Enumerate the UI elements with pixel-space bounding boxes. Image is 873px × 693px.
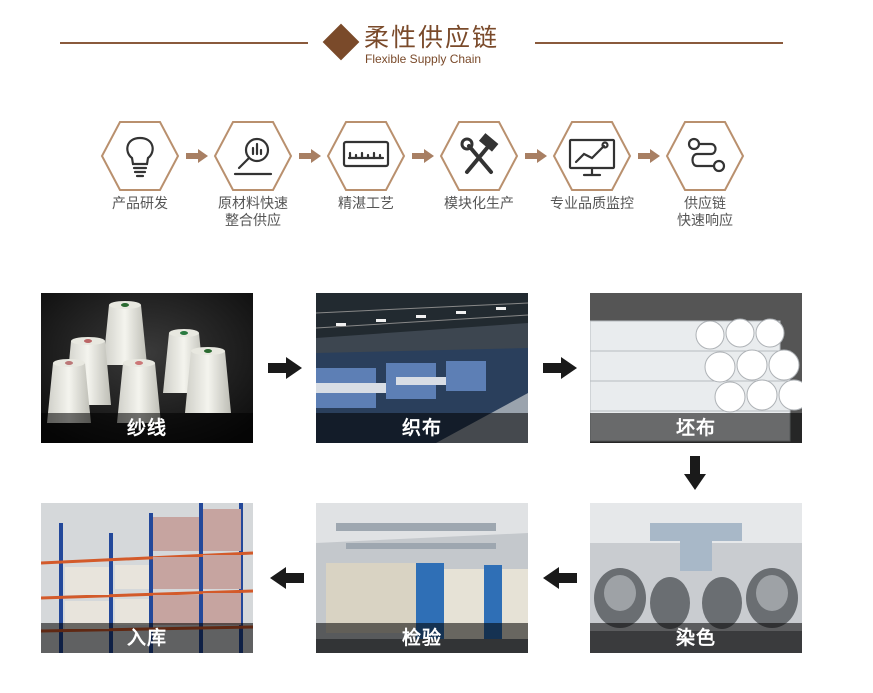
step-hex-4 bbox=[439, 120, 519, 192]
arrow-right-icon bbox=[543, 357, 577, 379]
step-label-6: 供应链 快速响应 bbox=[677, 196, 733, 229]
arrow-right-icon bbox=[268, 357, 302, 379]
ruler-icon bbox=[342, 140, 390, 168]
arrow-down-icon bbox=[684, 456, 706, 490]
caption-bar bbox=[316, 413, 528, 443]
tile-dyeing: 染色 bbox=[590, 503, 802, 653]
tile-caption: 入库 bbox=[126, 627, 167, 649]
monitor-chart-icon bbox=[568, 138, 616, 177]
caption-bar bbox=[41, 413, 253, 443]
tile-caption: 纱线 bbox=[126, 417, 167, 439]
tile-caption: 检验 bbox=[401, 627, 442, 649]
tile-caption: 织布 bbox=[401, 417, 442, 439]
tile-caption: 坯布 bbox=[675, 417, 716, 439]
arrow-left-icon bbox=[270, 567, 304, 589]
arrow-right-icon bbox=[525, 149, 547, 163]
lightbulb-icon bbox=[126, 136, 154, 178]
section-title: 柔性供应链 bbox=[364, 23, 500, 52]
arrow-right-icon bbox=[299, 149, 321, 163]
tile-weaving: 织布 bbox=[316, 293, 528, 443]
route-path-icon bbox=[687, 137, 726, 173]
caption-bar bbox=[316, 623, 528, 653]
tile-warehouse: 入库 bbox=[41, 503, 253, 653]
step-hex-5 bbox=[552, 120, 632, 192]
step-hex-2 bbox=[213, 120, 293, 192]
arrow-left-icon bbox=[543, 567, 577, 589]
hammer-wrench-icon bbox=[460, 133, 499, 174]
caption-bar bbox=[590, 623, 802, 653]
caption-bar bbox=[590, 413, 802, 443]
caption-bar bbox=[41, 623, 253, 653]
tile-inspection: 检验 bbox=[316, 503, 528, 653]
arrow-right-icon bbox=[638, 149, 660, 163]
step-hex-1 bbox=[100, 120, 180, 192]
step-label-5: 专业品质监控 bbox=[550, 196, 634, 212]
tile-yarn: 纱线 bbox=[41, 293, 253, 443]
section-subtitle: Flexible Supply Chain bbox=[365, 52, 482, 66]
step-label-1: 产品研发 bbox=[112, 196, 168, 212]
magnifier-chart-icon bbox=[233, 137, 273, 176]
diamond-icon bbox=[322, 23, 360, 61]
arrow-right-icon bbox=[412, 149, 434, 163]
header-line-right bbox=[535, 42, 783, 44]
step-hex-6 bbox=[665, 120, 745, 192]
arrow-right-icon bbox=[186, 149, 208, 163]
tile-grey-cloth: 坯布 bbox=[590, 293, 802, 443]
step-label-3: 精湛工艺 bbox=[338, 196, 394, 212]
step-label-2: 原材料快速 整合供应 bbox=[218, 196, 288, 229]
step-label-4: 模块化生产 bbox=[444, 196, 514, 212]
tile-caption: 染色 bbox=[675, 627, 716, 649]
header-line-left bbox=[60, 42, 308, 44]
step-hex-3 bbox=[326, 120, 406, 192]
